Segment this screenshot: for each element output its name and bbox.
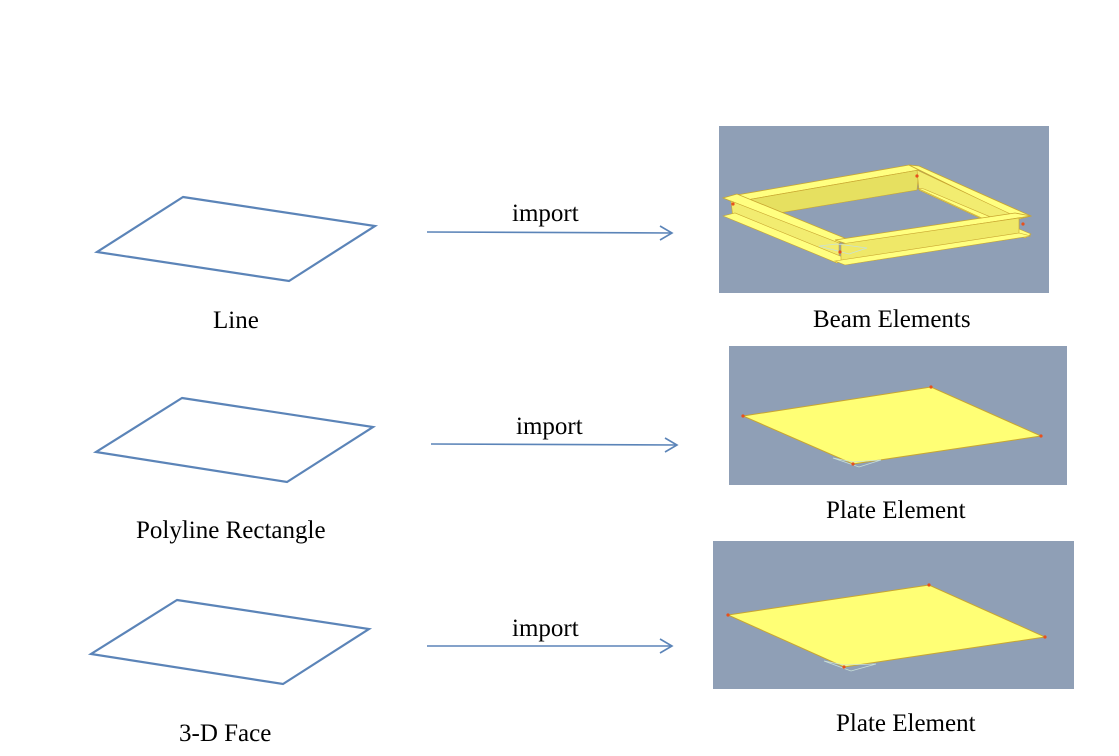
arrow-head-icon (664, 437, 679, 453)
result-label: Beam Elements (813, 306, 971, 333)
beam-front-bottom-flange (833, 232, 1032, 266)
beam-frame-model (721, 164, 1033, 266)
node-point (927, 583, 931, 587)
plate-surface (726, 584, 1047, 668)
node-point (915, 174, 919, 178)
node-point (838, 250, 842, 254)
import-label: import (512, 615, 579, 642)
node-point (1021, 222, 1025, 226)
quad-outline (92, 396, 377, 484)
node-point (1039, 434, 1043, 438)
source-label: Polyline Rectangle (136, 517, 326, 544)
import-label: import (512, 200, 579, 227)
support-icon (832, 457, 882, 468)
beam-elements-viewport (719, 126, 1049, 293)
node-point (842, 665, 846, 669)
arrow-head-icon (659, 638, 674, 654)
arrow-head-icon (659, 225, 674, 241)
plate-model (726, 583, 1047, 672)
node-point (726, 613, 730, 617)
node-point (741, 414, 745, 418)
import-arrow-line (430, 443, 678, 446)
support-icon (823, 660, 877, 672)
plate-element-viewport-2 (713, 541, 1074, 689)
import-label: import (516, 413, 583, 440)
quad-outline (87, 598, 373, 686)
source-label: Line (213, 307, 259, 334)
plate-element-viewport-1 (729, 346, 1067, 485)
result-label: Plate Element (826, 497, 966, 524)
source-label: 3-D Face (179, 720, 272, 747)
node-point (731, 202, 735, 206)
beam-front-top-flange (834, 212, 1032, 245)
node-point (929, 385, 933, 389)
import-arrow-line (426, 231, 673, 234)
plate-model (741, 385, 1043, 468)
quad-outline (93, 195, 379, 283)
node-point (1043, 635, 1047, 639)
node-point (851, 462, 855, 466)
result-label: Plate Element (836, 710, 976, 737)
